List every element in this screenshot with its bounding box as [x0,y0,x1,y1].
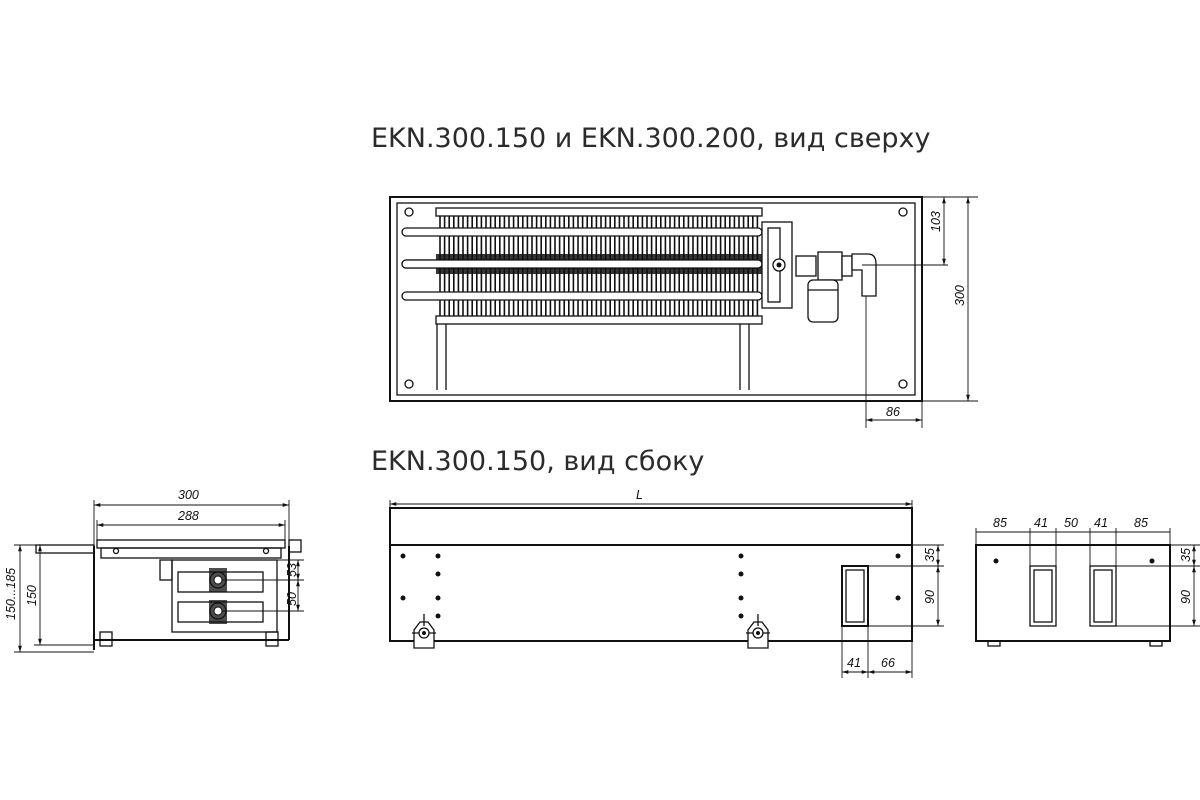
left-section-drawing [14,500,304,653]
dim-66: 66 [881,656,895,670]
dim-35-end: 35 [1179,548,1193,562]
side-view-title: EKN.300.150, вид сбоку [371,446,704,477]
dim-41-right: 41 [1094,516,1108,530]
dim-86: 86 [886,405,900,419]
dim-41-side: 41 [847,656,861,670]
dim-90-side: 90 [923,590,937,604]
top-view-title: EKN.300.150 и EKN.300.200, вид сверху [371,123,930,154]
dim-150: 150 [25,585,39,606]
top-view-drawing [389,196,978,428]
dim-41-left: 41 [1034,516,1048,530]
dim-50-mid: 50 [1064,516,1078,530]
side-view-drawing [389,500,944,678]
dim-288: 288 [177,509,199,523]
dim-90-end: 90 [1179,590,1193,604]
dim-L: L [636,488,643,502]
dim-85-left: 85 [993,516,1007,530]
dim-50: 50 [285,592,299,606]
dim-35-side: 35 [923,548,937,562]
dim-300-vertical: 300 [953,285,967,306]
dim-300-section: 300 [178,488,199,502]
dim-85-right: 85 [1134,516,1148,530]
dim-103: 103 [929,211,943,232]
end-view-drawing [975,528,1200,647]
dim-53: 53 [285,563,299,577]
dim-150-185: 150...185 [4,568,18,620]
